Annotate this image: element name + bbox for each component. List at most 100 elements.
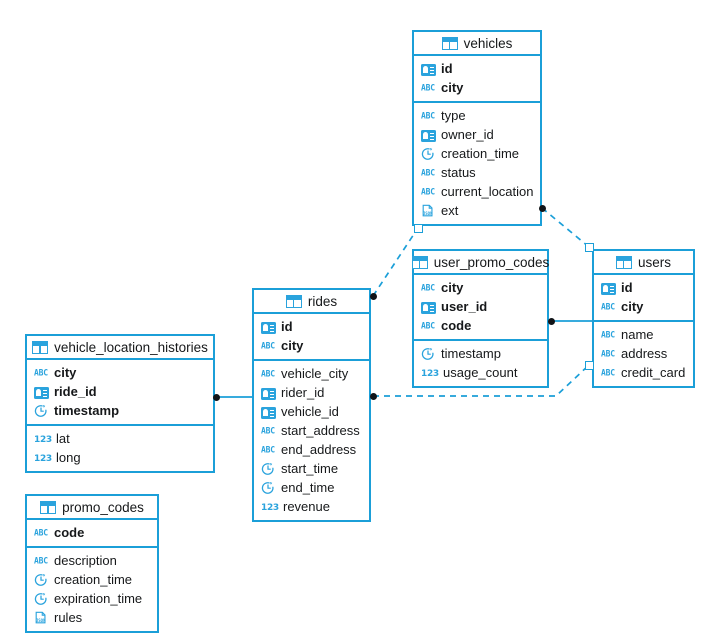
column-row[interactable]: vehicle_id [254, 402, 369, 421]
relationship-endpoint-dot [369, 292, 377, 300]
column-name: timestamp [441, 346, 501, 361]
column-row[interactable]: owner_id [414, 125, 540, 144]
column-row[interactable]: expiration_time [27, 589, 157, 608]
clock-icon [421, 147, 436, 161]
abc-icon: ABC [601, 328, 615, 340]
column-name: usage_count [443, 365, 518, 380]
column-row[interactable]: 123 long [27, 448, 213, 467]
clock-icon [34, 573, 49, 587]
column-name: code [54, 525, 85, 540]
123-icon: 123 [261, 502, 279, 513]
column-name: end_time [281, 480, 335, 495]
column-row[interactable]: user_id [414, 297, 547, 316]
abc-icon: ABC [34, 554, 48, 566]
column-name: id [281, 319, 293, 334]
column-row[interactable]: timestamp [414, 344, 547, 363]
abc-icon: ABC [421, 281, 435, 293]
column-name: credit_card [621, 365, 686, 380]
column-row[interactable]: ABC code [27, 523, 157, 542]
abc-icon: ABC [34, 526, 48, 538]
abc-icon: ABC [261, 424, 275, 436]
idcard-icon [261, 406, 276, 419]
relationship-endpoint-square [413, 223, 423, 233]
table-header-user_promo_codes[interactable]: user_promo_codes [411, 251, 549, 275]
column-name: long [56, 450, 81, 465]
abc-icon: ABC [601, 366, 615, 378]
idcard-icon [34, 386, 49, 399]
column-row[interactable]: end_time [254, 478, 369, 497]
column-row[interactable]: timestamp [27, 401, 213, 420]
primary-key-section: ABC code [27, 520, 157, 548]
column-row[interactable]: creation_time [27, 570, 157, 589]
column-name: type [441, 108, 466, 123]
relationship-line-rel-vehicles-users [541, 207, 590, 248]
abc-icon: ABC [421, 81, 435, 93]
column-name: ext [441, 203, 459, 218]
column-name: timestamp [54, 403, 120, 418]
column-row[interactable]: JSON ext [414, 201, 540, 220]
table-header-promo_codes[interactable]: promo_codes [27, 496, 157, 520]
relationship-endpoint-square [584, 360, 594, 370]
table-header-users[interactable]: users [594, 251, 693, 275]
abc-icon: ABC [261, 339, 275, 351]
abc-icon: ABC [421, 166, 435, 178]
table-header-rides[interactable]: rides [254, 290, 369, 314]
column-row[interactable]: start_time [254, 459, 369, 478]
column-name: expiration_time [54, 591, 143, 606]
123-icon: 123 [34, 453, 52, 464]
json-icon: JSON [421, 204, 436, 218]
column-row[interactable]: ride_id [27, 382, 213, 401]
column-name: end_address [281, 442, 357, 457]
relationship-endpoint-dot [547, 317, 555, 325]
abc-icon: ABC [601, 300, 615, 312]
column-name: owner_id [441, 127, 494, 142]
table-header-vehicle_location_histories[interactable]: vehicle_location_histories [27, 336, 213, 360]
table-header-vehicles[interactable]: vehicles [414, 32, 540, 56]
column-name: name [621, 327, 654, 342]
column-row[interactable]: rider_id [254, 383, 369, 402]
clock-icon [34, 592, 49, 606]
table-icon [285, 294, 302, 308]
column-row[interactable]: ABC name [594, 325, 693, 344]
column-row[interactable]: creation_time [414, 144, 540, 163]
column-row[interactable]: id [414, 59, 540, 78]
table-icon [32, 340, 49, 354]
relationship-endpoint-dot [538, 204, 546, 212]
column-row[interactable]: ABC status [414, 163, 540, 182]
column-row[interactable]: id [254, 317, 369, 336]
column-name: status [441, 165, 476, 180]
clock-icon [261, 462, 276, 476]
column-row[interactable]: ABC credit_card [594, 363, 693, 382]
clock-icon [261, 481, 276, 495]
column-name: ride_id [54, 384, 97, 399]
column-row[interactable]: id [594, 278, 693, 297]
